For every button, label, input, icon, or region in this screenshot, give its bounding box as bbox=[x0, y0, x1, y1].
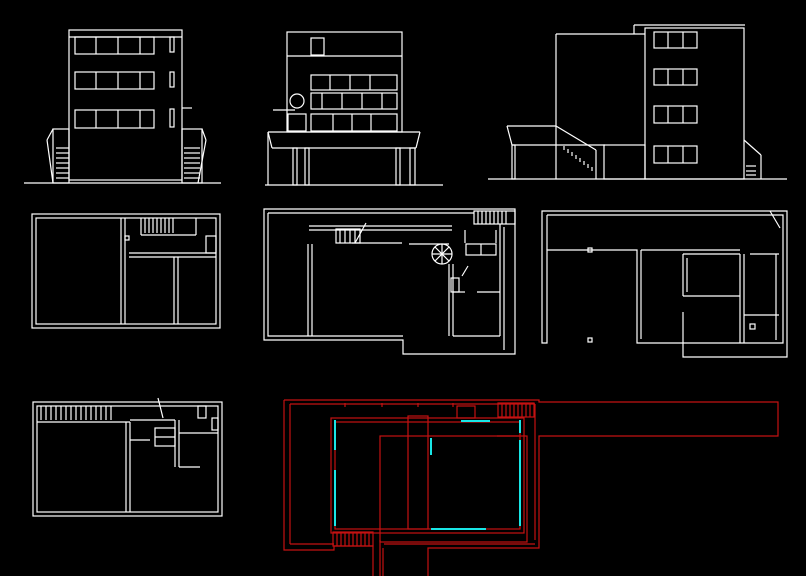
elevation-pilotis[interactable] bbox=[265, 31, 443, 186]
site-plan[interactable] bbox=[283, 399, 779, 576]
elevation-side[interactable] bbox=[488, 24, 787, 180]
plan-ground-floor[interactable] bbox=[31, 213, 221, 329]
plan-first-floor[interactable] bbox=[263, 208, 516, 355]
elevation-front[interactable] bbox=[24, 29, 221, 184]
plan-second-floor[interactable] bbox=[32, 397, 223, 517]
plan-upper-floor[interactable] bbox=[541, 210, 788, 358]
